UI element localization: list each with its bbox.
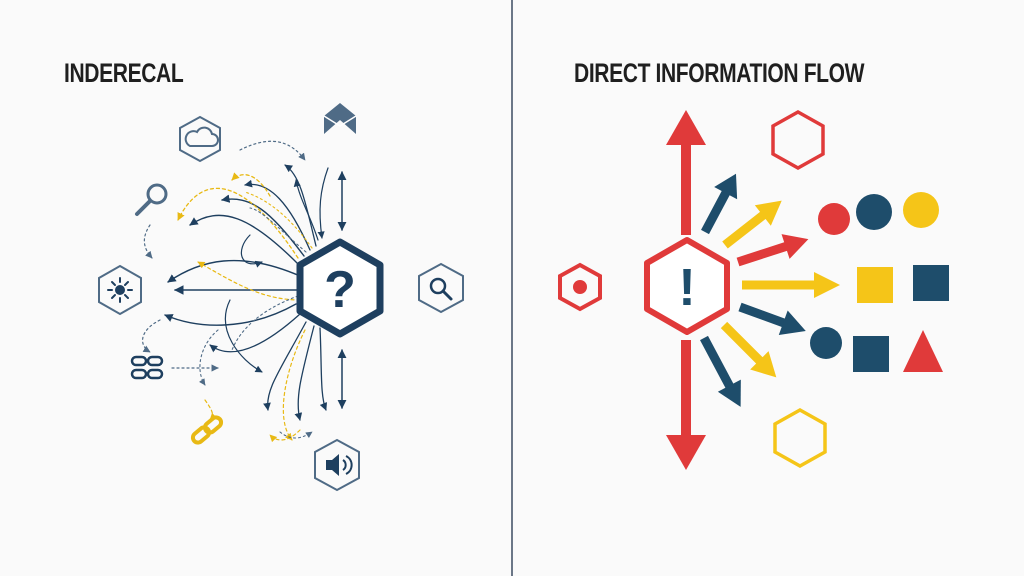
record-icon	[558, 262, 602, 312]
tangled-arrows	[142, 140, 347, 443]
red-vertical-arrows	[666, 110, 706, 470]
exclamation-hexagon: !	[644, 237, 730, 335]
question-hexagon: ?	[296, 238, 384, 338]
speaker-icon	[314, 438, 360, 492]
panel-divider	[511, 0, 513, 576]
question-mark: ?	[324, 261, 356, 319]
left-panel-title: INDERECAL	[64, 58, 184, 88]
magnifier-icon	[135, 183, 168, 216]
mixed-shape-row	[810, 327, 943, 372]
square-row	[857, 265, 949, 303]
exclamation-mark: !	[678, 259, 695, 317]
sun-icon	[98, 264, 142, 316]
circle-row	[818, 192, 939, 235]
search-icon	[418, 262, 464, 314]
right-panel-title: DIRECT INFORMATION FLOW	[574, 58, 865, 88]
cloud-icon	[179, 115, 221, 163]
red-outline-hexagon	[771, 109, 825, 171]
left-diagram: ?	[98, 103, 464, 492]
yellow-outline-hexagon	[773, 407, 827, 469]
envelope-icon	[323, 103, 357, 134]
chain-link-icon	[190, 415, 224, 445]
link-icon	[130, 355, 164, 380]
radiating-arrows	[700, 173, 840, 407]
right-diagram: !	[558, 109, 949, 470]
